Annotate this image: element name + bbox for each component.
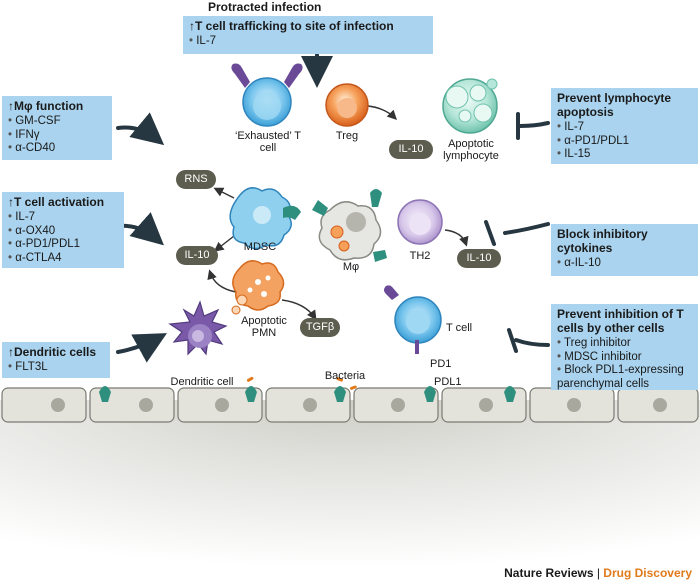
header-title: Protracted infection (208, 0, 322, 14)
box-mphi-title: ↑Mφ function (8, 99, 84, 113)
label-dendritic-cell: Dendritic cell (170, 376, 234, 388)
label-pdl1: PDL1 (434, 376, 462, 388)
apoptotic-lymphocyte-cell (442, 78, 498, 134)
pill-tgfb: TGFβ (300, 318, 340, 337)
arrow-tcell-activation (116, 212, 164, 246)
pill-il10-left: IL-10 (176, 246, 218, 265)
mdsc-cell (229, 187, 301, 250)
pdl1-receptors (99, 386, 516, 402)
dendritic-cell-shape (168, 300, 228, 356)
box-dendritic-cells: ↑Dendritic cells FLT3L (2, 342, 110, 378)
box-tcell-title: ↑T cell activation (8, 195, 105, 209)
box-tcell-item: α-OX40 (8, 225, 118, 239)
box-cytokines-title: Block inhibitory cytokines (557, 227, 648, 255)
treg-cell (325, 83, 369, 127)
credit-part1: Nature Reviews (504, 566, 594, 580)
block-inhibition-bar (507, 328, 518, 353)
arrow-mdsc-il10 (213, 235, 235, 252)
box-mphi-item: α-CD40 (8, 142, 106, 156)
pill-il10-treg: IL-10 (389, 140, 433, 159)
box-apoptosis-item: α-PD1/PDL1 (557, 135, 692, 149)
block-cytokines-bar (484, 220, 496, 246)
exhausted-t-cell (231, 63, 303, 127)
block-inhibition (514, 338, 550, 347)
th2-cell (397, 199, 443, 245)
box-tcell-activation: ↑T cell activation IL-7 α-OX40 α-PD1/PDL… (2, 192, 124, 268)
arrow-treg-il10 (367, 105, 397, 120)
t-cell-pd1 (384, 285, 442, 354)
box-inhibition-title: Prevent inhibition of T cells by other c… (557, 307, 684, 335)
label-pd1: PD1 (430, 358, 452, 370)
epithelial-nuclei (51, 398, 667, 412)
block-lymphocyte (518, 121, 550, 128)
box-block-cytokines: Block inhibitory cytokines α-IL-10 (551, 224, 698, 276)
label-mdsc: MDSC (243, 241, 277, 253)
box-prevent-inhibition: Prevent inhibition of T cells by other c… (551, 304, 698, 390)
pill-il10-th2: IL-10 (457, 249, 501, 268)
apoptotic-pmn-cell (231, 260, 285, 315)
box-prevent-apoptosis: Prevent lymphocyte apoptosis IL-7 α-PD1/… (551, 88, 698, 164)
trafficking-box-title: ↑T cell trafficking to site of infection (189, 19, 394, 33)
tissue-background (0, 400, 700, 586)
arrow-th2-il10 (444, 229, 469, 247)
bacteria-icons (246, 376, 357, 390)
pill-rns: RNS (176, 170, 216, 189)
credit-sep: | (593, 566, 604, 580)
box-inhibition-item: MDSC inhibitor (557, 351, 692, 365)
box-inhibition-item: Block PDL1-expressing parenchymal cells (557, 364, 692, 391)
arrow-pmn-il10 (207, 269, 237, 293)
box-cytokines-item: α-IL-10 (557, 257, 692, 271)
block-cytokines (503, 222, 550, 235)
box-inhibition-item: Treg inhibitor (557, 337, 692, 351)
arrow-mdsc-rns (213, 187, 235, 199)
box-tcell-item: α-CTLA4 (8, 252, 118, 266)
box-mphi-item: IFNγ (8, 129, 106, 143)
journal-credit: Nature Reviews | Drug Discovery (504, 566, 692, 580)
box-tcell-item: IL-7 (8, 211, 118, 225)
label-bacteria: Bacteria (324, 370, 366, 382)
box-apoptosis-title: Prevent lymphocyte apoptosis (557, 91, 672, 119)
label-treg: Treg (335, 130, 359, 142)
box-apoptosis-item: IL-7 (557, 121, 692, 135)
arrow-pmn-tgfb (281, 299, 317, 321)
box-apoptosis-item: IL-15 (557, 148, 692, 162)
label-macrophage: Mφ (342, 261, 360, 273)
label-th2: TH2 (409, 250, 431, 262)
trafficking-box: ↑T cell trafficking to site of infection… (183, 16, 433, 54)
box-mphi-item: GM-CSF (8, 115, 106, 129)
arrow-dendritic (116, 333, 168, 363)
arrow-mphi (116, 112, 165, 146)
box-mphi-function: ↑Mφ function GM-CSF IFNγ α-CD40 (2, 96, 112, 160)
macrophage-cell (312, 189, 387, 262)
trafficking-box-item: IL-7 (189, 35, 427, 49)
credit-part2: Drug Discovery (603, 566, 692, 580)
box-tcell-item: α-PD1/PDL1 (8, 238, 118, 252)
label-apoptotic-lymphocyte: Apoptotic lymphocyte (443, 138, 499, 162)
label-apoptotic-pmn: Apoptotic PMN (241, 315, 287, 339)
label-exhausted-t-cell: ‘Exhausted’ T cell (234, 130, 302, 154)
box-dendritic-title: ↑Dendritic cells (8, 345, 97, 359)
label-t-cell: T cell (446, 322, 473, 334)
box-dendritic-item: FLT3L (8, 361, 104, 375)
